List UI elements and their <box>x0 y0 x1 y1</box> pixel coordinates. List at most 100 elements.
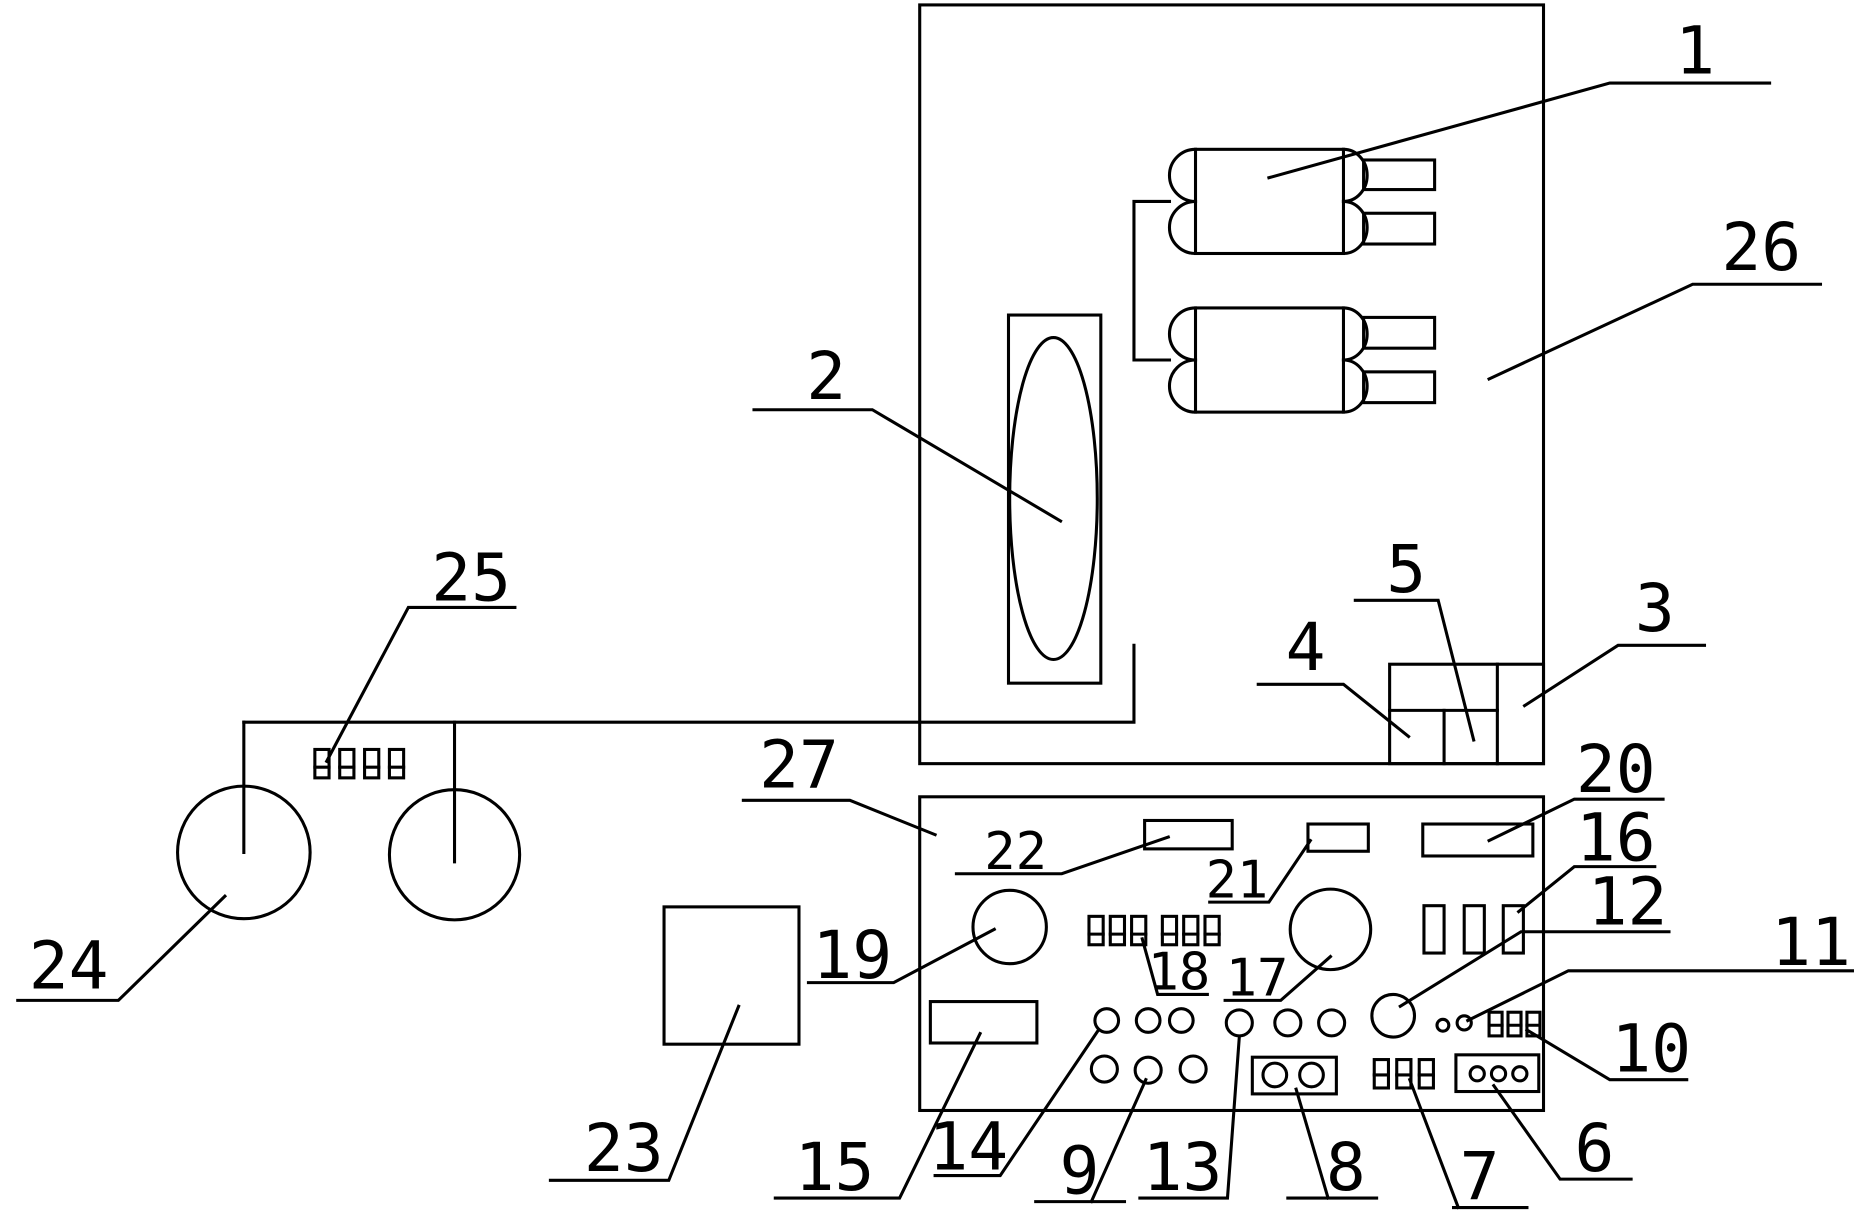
lower-unit-outlet-bottom <box>1362 370 1437 405</box>
wire-to-units <box>1132 199 1172 362</box>
label-22: 22 <box>984 822 1047 882</box>
leader-line-2 <box>752 408 1063 524</box>
component-18-switch <box>1087 914 1105 947</box>
component-24-right-circle <box>387 788 522 922</box>
label-26: 26 <box>1721 208 1801 286</box>
knob <box>1273 1008 1303 1038</box>
component-24-left-circle <box>176 784 312 921</box>
block-outline <box>1388 662 1546 766</box>
housing-27-outline <box>918 795 1546 1113</box>
label-13: 13 <box>1143 1128 1223 1206</box>
upper-unit-left-cap-top <box>1167 147 1198 203</box>
label-3: 3 <box>1635 569 1675 647</box>
component-11-indicator <box>1435 1017 1451 1033</box>
label-24: 24 <box>29 927 109 1005</box>
upper-unit-body <box>1193 147 1346 256</box>
leader-line-23 <box>548 1004 741 1182</box>
upper-unit-outlet-bottom <box>1362 211 1437 246</box>
component-23 <box>662 905 801 1046</box>
leader-line-16 <box>1516 865 1657 914</box>
component-11 <box>1435 1014 1473 1033</box>
lower-unit-right-cap-top <box>1341 306 1369 362</box>
leader-line-21 <box>1208 838 1313 904</box>
knob <box>1317 1008 1347 1038</box>
leader-line-14 <box>933 1027 1101 1178</box>
lower-unit-right-cap-bottom <box>1341 358 1369 414</box>
component-22 <box>1143 818 1234 851</box>
leader-line-24 <box>16 894 228 1002</box>
label-15: 15 <box>795 1128 875 1206</box>
housing-26 <box>918 3 1546 766</box>
housing-26-outline <box>918 3 1546 766</box>
component-25-switch <box>363 747 381 780</box>
component-17 <box>1288 887 1373 972</box>
leader-line-3 <box>1522 643 1707 708</box>
label-21: 21 <box>1206 850 1269 910</box>
component-18-switch <box>1203 914 1221 947</box>
leader-line-13 <box>1138 1035 1241 1200</box>
leader-line-20 <box>1487 797 1665 843</box>
housing-27 <box>918 795 1546 1113</box>
leader-line-22 <box>954 835 1171 876</box>
component-16-bar <box>1422 904 1446 955</box>
label-6: 6 <box>1574 1109 1614 1187</box>
label-5: 5 <box>1386 530 1426 608</box>
leader-line-11 <box>1465 969 1854 1023</box>
lower-unit-outlet-top <box>1362 315 1437 350</box>
component-9 <box>1133 1055 1163 1085</box>
label-1: 1 <box>1675 12 1715 90</box>
knob <box>1178 1054 1208 1084</box>
lower-unit-left-cap-bottom <box>1167 358 1198 414</box>
label-12: 12 <box>1588 863 1668 941</box>
leader-line-5 <box>1353 598 1476 742</box>
label-2: 2 <box>806 337 846 415</box>
component-13-group <box>1224 1008 1347 1038</box>
leader-line-7 <box>1407 1077 1529 1210</box>
component-1-lower-unit <box>1167 306 1437 414</box>
wire-main-run <box>242 643 1136 724</box>
label-4: 4 <box>1286 608 1326 686</box>
knob <box>1089 1054 1119 1084</box>
label-8: 8 <box>1326 1128 1366 1206</box>
leader-line-4 <box>1256 682 1411 739</box>
upper-unit-right-cap-top <box>1341 147 1369 203</box>
component-25-switch <box>338 747 356 780</box>
component-15 <box>928 1000 1039 1045</box>
component-18-switch <box>1130 914 1148 947</box>
label-27: 27 <box>759 725 839 803</box>
component-6-socket <box>1489 1065 1508 1083</box>
upper-unit-outlet-top <box>1362 158 1437 192</box>
leader-line-18 <box>1140 936 1209 997</box>
component-16-bar <box>1462 904 1486 955</box>
component-14 <box>1093 1007 1121 1034</box>
leader-line-15 <box>773 1031 983 1200</box>
component-6-socket <box>1511 1065 1529 1083</box>
panel-components <box>928 818 1542 1096</box>
component-2-ellipse <box>1008 335 1099 662</box>
leader-line-6 <box>1491 1083 1633 1181</box>
component-11-indicator <box>1455 1014 1473 1032</box>
component-13 <box>1224 1008 1254 1038</box>
component-8-socket <box>1298 1061 1325 1089</box>
component-16 <box>1422 904 1525 955</box>
component-18 <box>1087 914 1221 947</box>
component-7 <box>1372 1058 1435 1090</box>
lower-unit-body <box>1193 306 1346 414</box>
leader-line-26 <box>1487 282 1823 382</box>
lower-unit-left-cap-top <box>1167 306 1198 362</box>
component-20 <box>1421 822 1535 858</box>
component-18-switch <box>1160 914 1179 947</box>
component-24 <box>176 784 522 922</box>
component-8-housing <box>1250 1055 1338 1096</box>
label-20: 20 <box>1576 730 1656 808</box>
leader-line-1 <box>1267 81 1772 180</box>
leader-lines <box>16 81 1854 1210</box>
label-23: 23 <box>584 1109 664 1187</box>
leader-line-19 <box>806 927 997 985</box>
component-18-switch <box>1182 914 1200 947</box>
component-6-socket <box>1468 1065 1486 1083</box>
component-21 <box>1306 822 1370 853</box>
upper-unit-left-cap-bottom <box>1167 199 1198 256</box>
